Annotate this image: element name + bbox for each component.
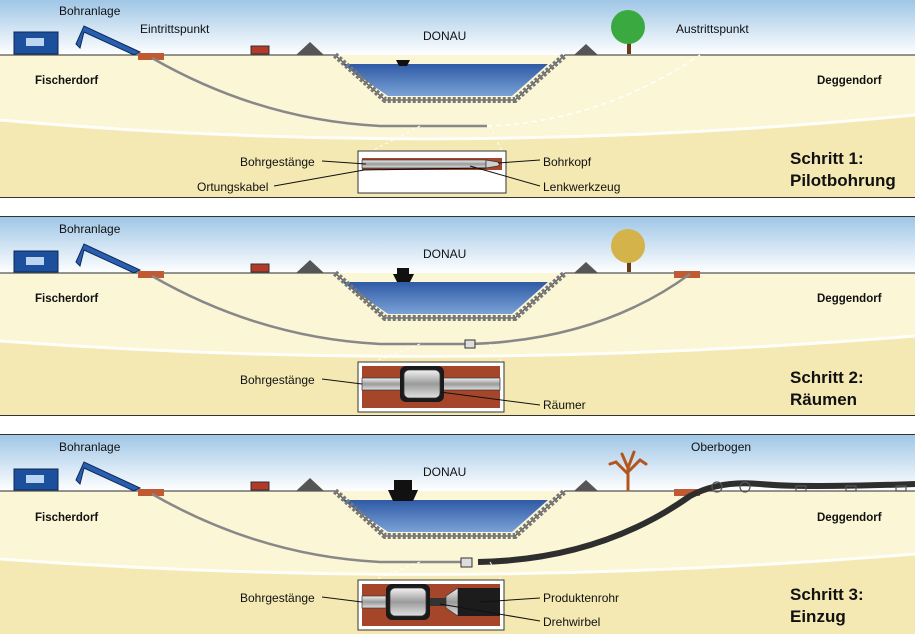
- truck-icon: [250, 481, 270, 491]
- sky: [0, 217, 915, 273]
- label-drill-rod: Bohrgestänge: [240, 373, 315, 387]
- label-drill-head: Bohrkopf: [543, 155, 592, 169]
- tree-icon: [608, 450, 648, 492]
- label-steering-tool: Lenkwerkzeug: [543, 180, 621, 194]
- label-bohranlage: Bohranlage: [59, 440, 121, 454]
- panel-step-1: Bohranlage Eintrittspunkt DONAU Austritt…: [0, 0, 915, 198]
- truck-icon: [250, 263, 270, 273]
- detail-section: [357, 579, 505, 631]
- river-bed-stones: [332, 52, 568, 103]
- step-number: Schritt 2:: [790, 368, 864, 387]
- label-bohranlage: Bohranlage: [59, 4, 121, 18]
- scene-step-1: [0, 0, 915, 198]
- scene-step-3: [0, 434, 915, 634]
- scene-step-2: [0, 216, 915, 416]
- step-name: Einzug: [790, 607, 846, 626]
- drill-ramp: [75, 243, 142, 274]
- river-water: [342, 282, 548, 314]
- mound-icon: [296, 42, 324, 55]
- label-drill-rod: Bohrgestänge: [240, 155, 315, 169]
- mound-icon: [574, 262, 598, 273]
- step-title: Schritt 1: Pilotbohrung: [790, 148, 896, 192]
- tree-icon: [611, 10, 645, 44]
- tree-icon: [611, 229, 645, 263]
- label-exit-point: Austrittspunkt: [676, 22, 749, 36]
- sky: [0, 0, 915, 55]
- river-water: [342, 500, 548, 532]
- mound-icon: [574, 44, 598, 55]
- detail-section: [357, 150, 507, 194]
- label-overbend: Oberbogen: [691, 440, 752, 454]
- label-bohranlage: Bohranlage: [59, 222, 121, 236]
- step-title: Schritt 3: Einzug: [790, 584, 864, 628]
- label-tracking-cable: Ortungskabel: [197, 180, 269, 194]
- step-number: Schritt 1:: [790, 149, 864, 168]
- drill-rod-path: [151, 492, 470, 564]
- panel-step-3: Bohranlage DONAU Oberbogen Fischerdorf D…: [0, 434, 915, 634]
- leader-lines: [321, 378, 541, 406]
- river-water: [342, 64, 548, 96]
- step-number: Schritt 3:: [790, 585, 864, 604]
- step-title: Schritt 2: Räumen: [790, 367, 864, 411]
- label-river: DONAU: [423, 29, 467, 43]
- boat-icon: [393, 274, 414, 282]
- mound-icon: [296, 478, 324, 491]
- mound-icon: [296, 260, 324, 273]
- label-product-pipe: Produktenrohr: [543, 591, 620, 605]
- mound-icon: [574, 480, 598, 491]
- leader-lines: [273, 159, 541, 187]
- truck-icon: [250, 45, 270, 55]
- reamer-position: [464, 339, 476, 349]
- planned-exit-path: [486, 54, 701, 127]
- river-bed-stones: [332, 488, 568, 539]
- label-river: DONAU: [423, 465, 467, 479]
- step-name: Räumen: [790, 390, 858, 409]
- label-right-town: Deggendorf: [817, 512, 882, 524]
- step-name: Pilotbohrung: [790, 171, 896, 190]
- boat-icon: [388, 490, 418, 501]
- drill-ramp: [75, 25, 142, 56]
- river-bed-stones: [332, 270, 568, 321]
- label-entry-point: Eintrittspunkt: [140, 22, 210, 36]
- detail-section: [357, 361, 505, 413]
- label-drill-rod: Bohrgestänge: [240, 591, 315, 605]
- label-right-town: Deggendorf: [817, 293, 882, 305]
- panel-step-2: Bohranlage DONAU Fischerdorf Deggendorf …: [0, 216, 915, 416]
- label-reamer: Räumer: [543, 398, 586, 412]
- label-left-town: Fischerdorf: [35, 293, 99, 305]
- label-swivel: Drehwirbel: [543, 615, 601, 629]
- leader-lines: [321, 596, 541, 622]
- label-right-town: Deggendorf: [817, 75, 882, 87]
- product-pipe-path: [477, 480, 915, 565]
- drill-ramp: [75, 461, 142, 492]
- bore-path: [151, 272, 691, 346]
- label-left-town: Fischerdorf: [35, 512, 99, 524]
- pilot-bore-path: [151, 56, 487, 128]
- label-left-town: Fischerdorf: [35, 75, 99, 87]
- label-river: DONAU: [423, 247, 467, 261]
- boat-icon: [396, 60, 410, 66]
- pipe-rollers: [711, 481, 907, 493]
